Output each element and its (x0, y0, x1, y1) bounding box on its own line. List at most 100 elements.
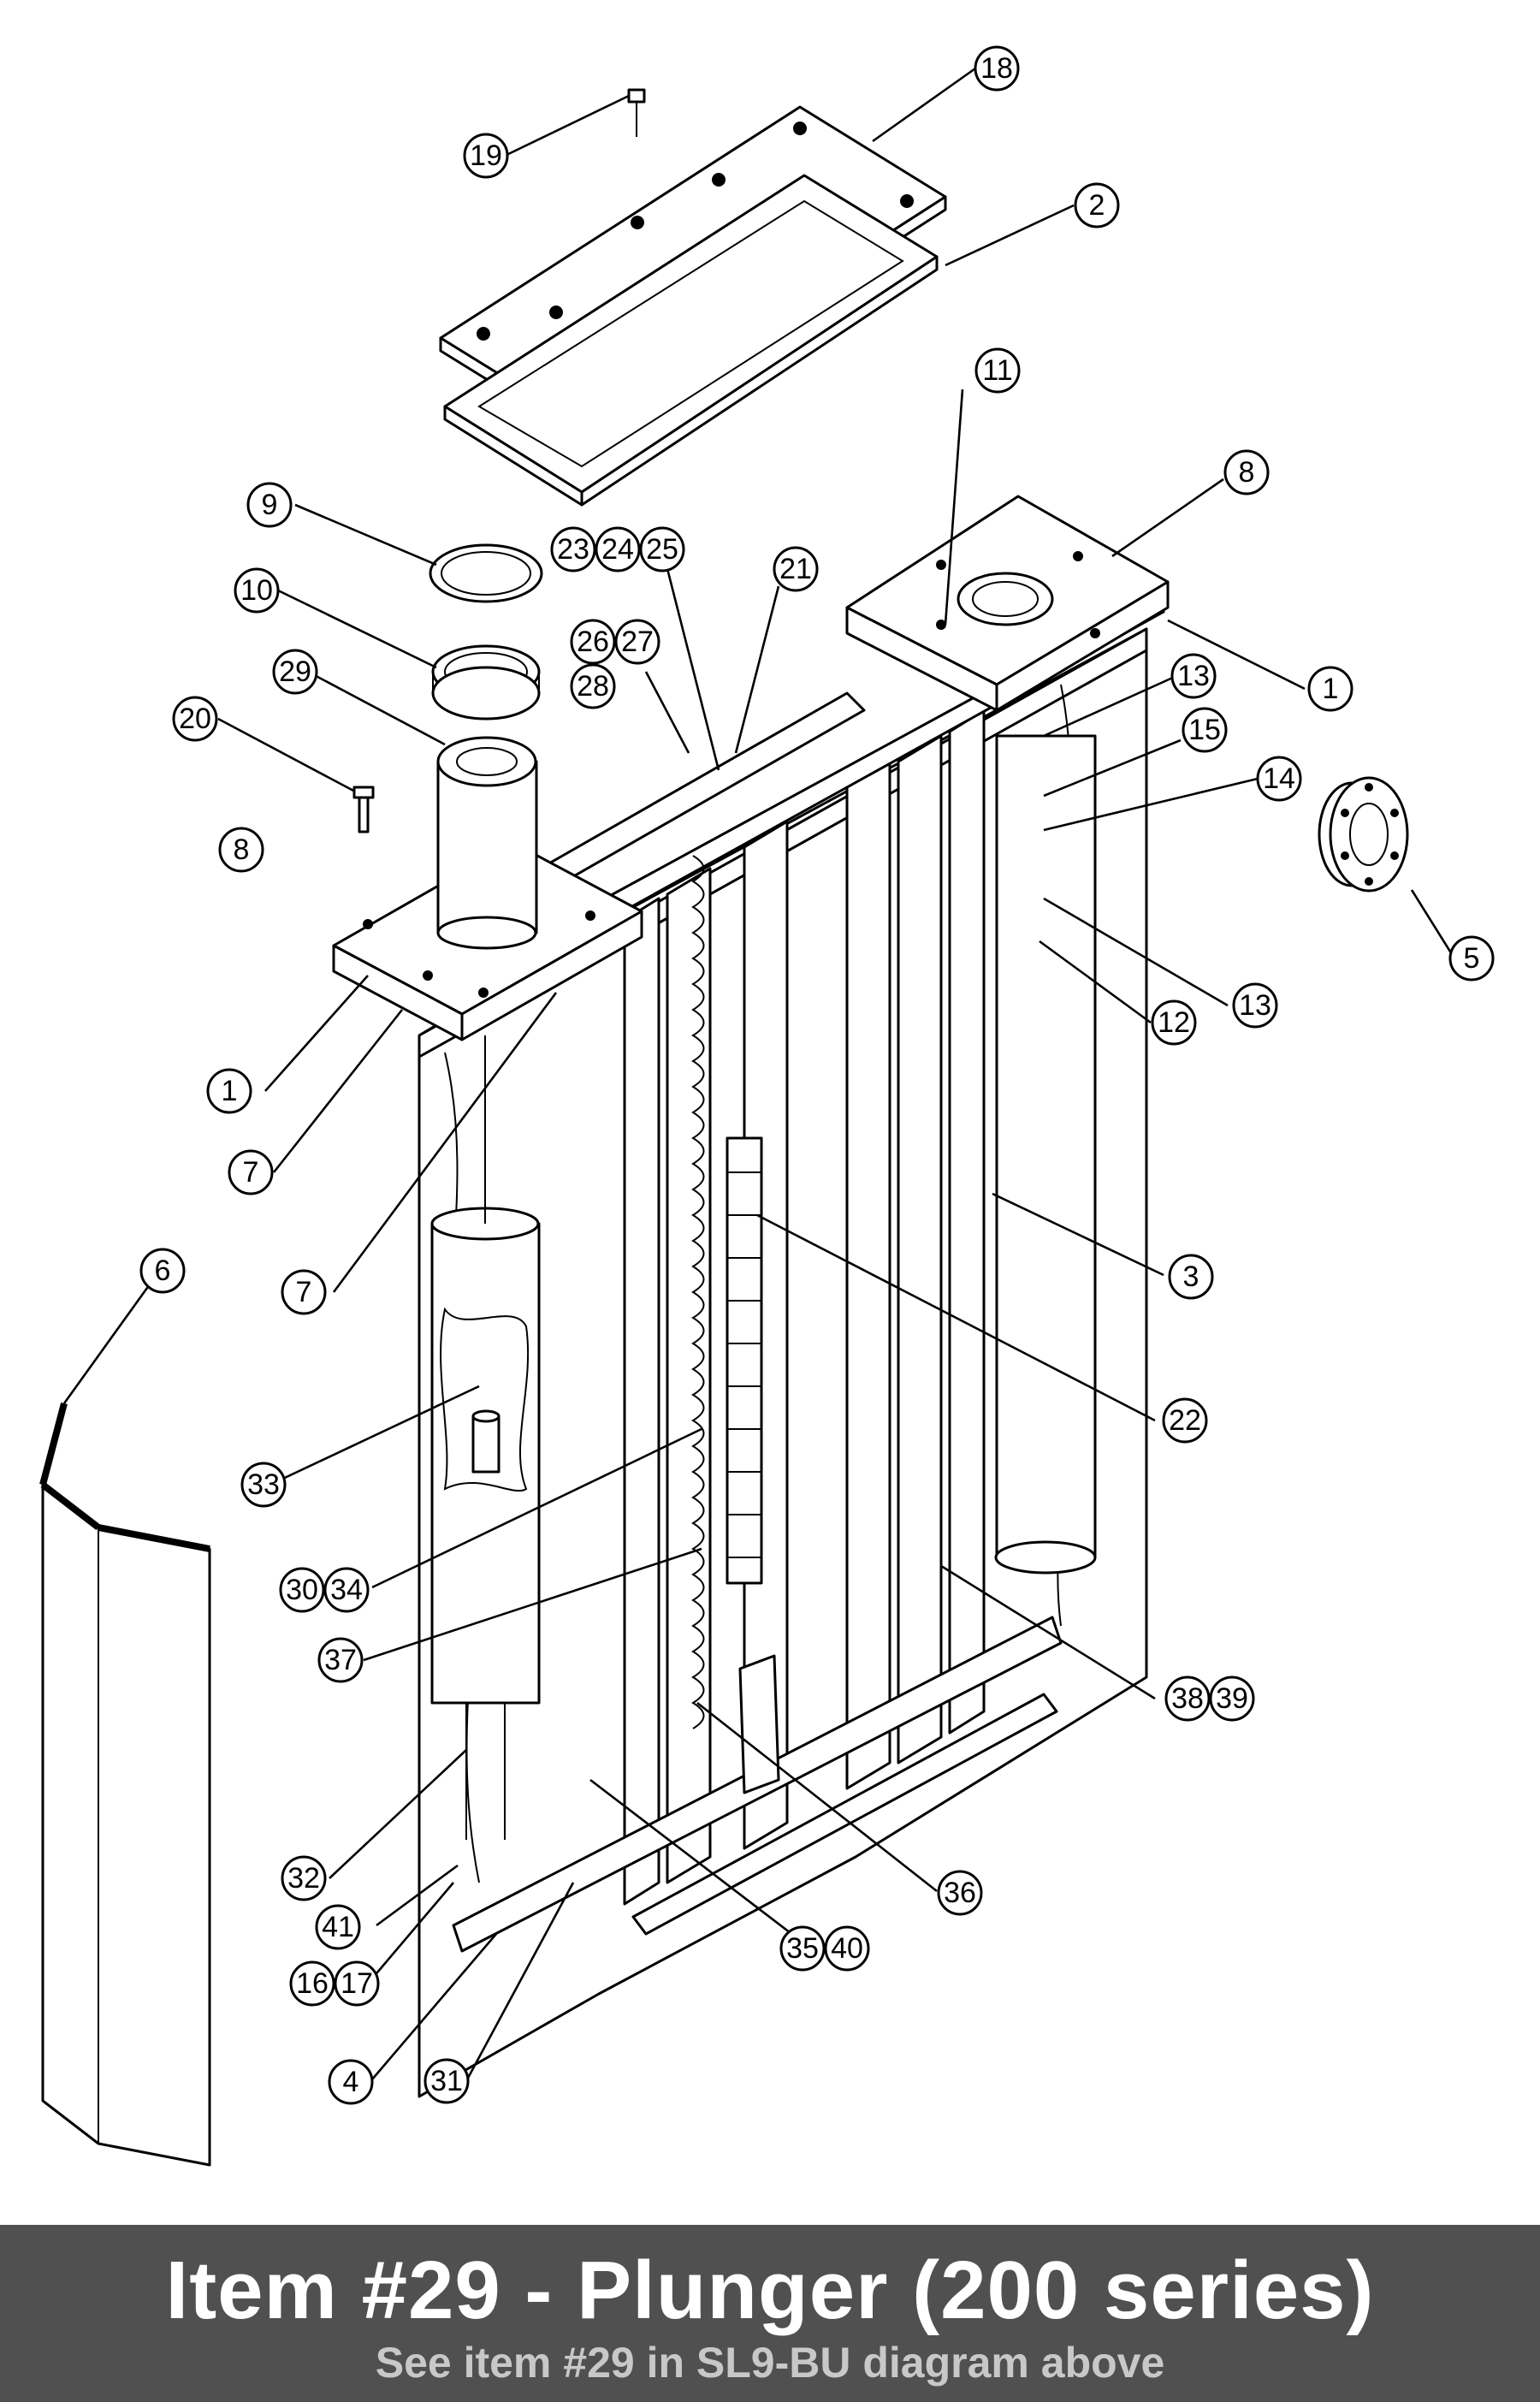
svg-text:21: 21 (779, 553, 812, 585)
callout-8-right: 8 (1223, 449, 1270, 495)
callout-4: 4 (328, 2059, 374, 2105)
svg-text:19: 19 (470, 139, 502, 172)
callout-22: 22 (1162, 1397, 1208, 1444)
svg-text:41: 41 (322, 1911, 354, 1943)
main-frame (332, 495, 1170, 2098)
callout-35: 35 (779, 1925, 826, 1972)
callout-26: 26 (570, 619, 616, 665)
svg-text:8: 8 (234, 833, 250, 866)
callout-1-left: 1 (206, 1068, 252, 1114)
callout-33: 33 (240, 1462, 287, 1508)
callout-41: 41 (315, 1904, 361, 1950)
callout-30: 30 (279, 1567, 325, 1613)
callout-34: 34 (323, 1567, 370, 1613)
svg-text:13: 13 (1239, 989, 1271, 1022)
callout-14: 14 (1256, 756, 1302, 802)
callout-7-lower: 7 (281, 1269, 327, 1315)
callout-36: 36 (937, 1870, 983, 1916)
svg-text:5: 5 (1464, 942, 1480, 975)
callout-38: 38 (1164, 1675, 1211, 1722)
svg-text:33: 33 (247, 1468, 280, 1501)
callout-3: 3 (1168, 1254, 1214, 1300)
plunger-29 (429, 543, 543, 950)
svg-text:40: 40 (831, 1932, 863, 1965)
callout-24: 24 (595, 526, 641, 572)
callout-40: 40 (824, 1925, 870, 1972)
callout-5: 5 (1448, 935, 1495, 982)
callout-16: 16 (289, 1960, 335, 2007)
gasket (443, 174, 939, 507)
callout-10: 10 (234, 567, 280, 614)
svg-text:28: 28 (577, 670, 609, 703)
flange-5 (1318, 776, 1409, 893)
side-panel-6 (39, 1402, 211, 2167)
svg-text:18: 18 (980, 52, 1013, 85)
callout-29: 29 (272, 649, 318, 695)
svg-text:14: 14 (1263, 762, 1295, 795)
callout-13-bottom: 13 (1232, 982, 1278, 1029)
svg-text:23: 23 (557, 533, 589, 566)
svg-text:31: 31 (430, 2065, 463, 2097)
svg-text:6: 6 (155, 1254, 171, 1287)
callout-31: 31 (424, 2058, 470, 2104)
svg-text:15: 15 (1188, 714, 1221, 746)
svg-text:37: 37 (324, 1644, 357, 1676)
callout-15: 15 (1182, 707, 1228, 753)
svg-text:34: 34 (330, 1574, 363, 1606)
svg-text:39: 39 (1216, 1682, 1248, 1715)
svg-text:8: 8 (1239, 456, 1255, 489)
callout-13-top: 13 (1170, 653, 1217, 699)
callout-21: 21 (773, 546, 819, 592)
svg-text:4: 4 (343, 2066, 359, 2098)
callout-12: 12 (1151, 999, 1197, 1046)
svg-text:30: 30 (286, 1574, 318, 1606)
bolt-19 (627, 88, 646, 137)
svg-text:1: 1 (1323, 673, 1339, 705)
svg-text:38: 38 (1171, 1682, 1204, 1715)
svg-text:32: 32 (287, 1862, 320, 1895)
svg-text:22: 22 (1169, 1404, 1201, 1437)
callout-39: 39 (1209, 1675, 1255, 1722)
callout-28: 28 (570, 663, 616, 709)
svg-text:7: 7 (243, 1156, 259, 1189)
svg-text:13: 13 (1177, 660, 1210, 692)
svg-text:2: 2 (1089, 189, 1105, 222)
svg-text:26: 26 (577, 626, 609, 658)
svg-text:35: 35 (786, 1932, 819, 1965)
svg-text:11: 11 (982, 354, 1012, 387)
svg-text:17: 17 (341, 1967, 373, 2000)
svg-text:12: 12 (1158, 1006, 1190, 1039)
callout-27: 27 (614, 619, 660, 665)
callout-32: 32 (281, 1855, 327, 1901)
banner-title: Item #29 - Plunger (200 series) (165, 2245, 1375, 2336)
caption-banner: Item #29 - Plunger (200 series) See item… (0, 2225, 1540, 2402)
banner-subtitle: See item #29 in SL9-BU diagram above (375, 2339, 1165, 2387)
svg-text:20: 20 (179, 703, 211, 735)
callout-2: 2 (1074, 182, 1120, 228)
callout-20: 20 (172, 696, 218, 742)
svg-text:25: 25 (646, 533, 678, 566)
callout-1-right: 1 (1307, 666, 1353, 712)
svg-text:3: 3 (1183, 1260, 1199, 1293)
callout-25: 25 (639, 526, 685, 572)
callout-8-left: 8 (218, 827, 264, 873)
svg-text:36: 36 (944, 1877, 976, 1909)
callout-17: 17 (334, 1960, 380, 2007)
svg-text:1: 1 (222, 1075, 238, 1107)
leader-lines (62, 67, 1456, 2082)
svg-text:24: 24 (601, 533, 634, 566)
svg-text:29: 29 (279, 655, 311, 688)
callout-7-upper: 7 (228, 1149, 274, 1195)
callout-19: 19 (463, 133, 509, 179)
svg-text:27: 27 (621, 626, 654, 658)
callout-6: 6 (139, 1248, 186, 1294)
svg-text:9: 9 (262, 489, 278, 521)
callout-23: 23 (550, 526, 596, 572)
svg-text:16: 16 (296, 1967, 329, 2000)
callout-18: 18 (974, 45, 1020, 92)
svg-text:7: 7 (296, 1276, 312, 1308)
exploded-assembly-diagram: 18 19 2 11 8 9 23 24 25 21 10 26 27 28 1… (39, 45, 1495, 2167)
callout-11: 11 (974, 347, 1021, 394)
svg-text:10: 10 (240, 574, 273, 607)
bolt-20 (352, 786, 375, 833)
